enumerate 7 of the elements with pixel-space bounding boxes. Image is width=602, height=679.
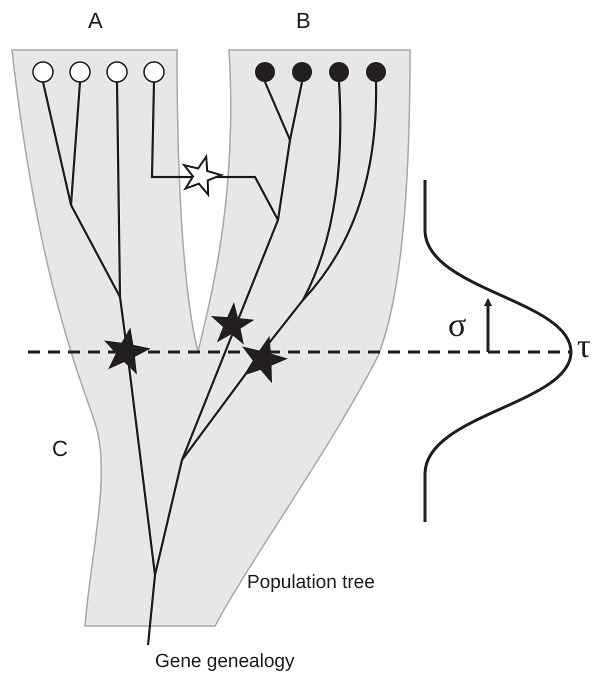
tree-label: Population tree [247,573,375,592]
tau-symbol: τ [577,330,591,364]
sigma-symbol: σ [448,309,466,343]
population-label: B [296,10,311,32]
population-label: C [52,438,68,460]
genealogy-label: Gene genealogy [155,652,294,671]
population-label: A [88,10,103,32]
